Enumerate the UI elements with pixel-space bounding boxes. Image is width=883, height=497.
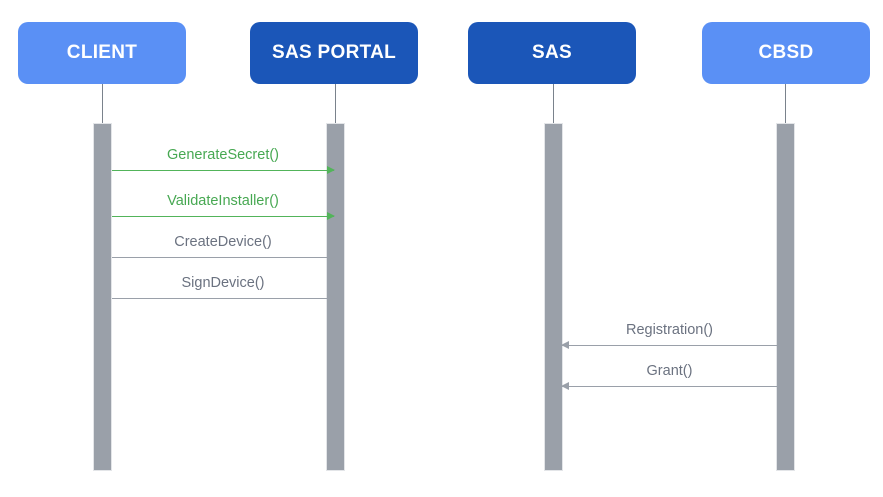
actor-label-sas-portal: SAS PORTAL — [271, 42, 397, 63]
actor-label-cbsd: CBSD — [758, 42, 814, 63]
actor-box-sas-portal[interactable]: SAS PORTAL — [250, 22, 418, 84]
message-label-create-device: CreateDevice() — [174, 234, 272, 250]
message-label-generate-secret: GenerateSecret() — [166, 147, 280, 163]
actor-box-client[interactable]: CLIENT — [18, 22, 186, 84]
arrowhead-icon-validate-installer — [327, 212, 335, 220]
message-line-generate-secret — [112, 170, 334, 171]
actor-box-cbsd[interactable]: CBSD — [702, 22, 870, 84]
actor-label-client: CLIENT — [66, 42, 138, 63]
message-line-grant — [562, 386, 777, 387]
message-label-validate-installer: ValidateInstaller() — [167, 193, 279, 209]
arrowhead-icon-create-device — [327, 253, 335, 261]
message-label-sign-device: SignDevice() — [181, 275, 265, 291]
actor-box-sas[interactable]: SAS — [468, 22, 636, 84]
lifeline-client — [102, 84, 103, 123]
activation-bar-sas-portal — [326, 123, 345, 471]
arrowhead-icon-sign-device — [327, 294, 335, 302]
lifeline-sas-portal — [335, 84, 336, 123]
message-label-grant: Grant() — [646, 363, 693, 379]
message-line-create-device — [112, 257, 334, 258]
message-line-validate-installer — [112, 216, 334, 217]
arrowhead-icon-grant — [561, 382, 569, 390]
activation-bar-client — [93, 123, 112, 471]
lifeline-sas — [553, 84, 554, 123]
actor-label-sas: SAS — [532, 42, 572, 63]
message-line-sign-device — [112, 298, 334, 299]
message-line-registration — [562, 345, 777, 346]
message-label-registration: Registration() — [625, 322, 714, 338]
activation-bar-sas — [544, 123, 563, 471]
arrowhead-icon-registration — [561, 341, 569, 349]
activation-bar-cbsd — [776, 123, 795, 471]
lifeline-cbsd — [785, 84, 786, 123]
arrowhead-icon-generate-secret — [327, 166, 335, 174]
